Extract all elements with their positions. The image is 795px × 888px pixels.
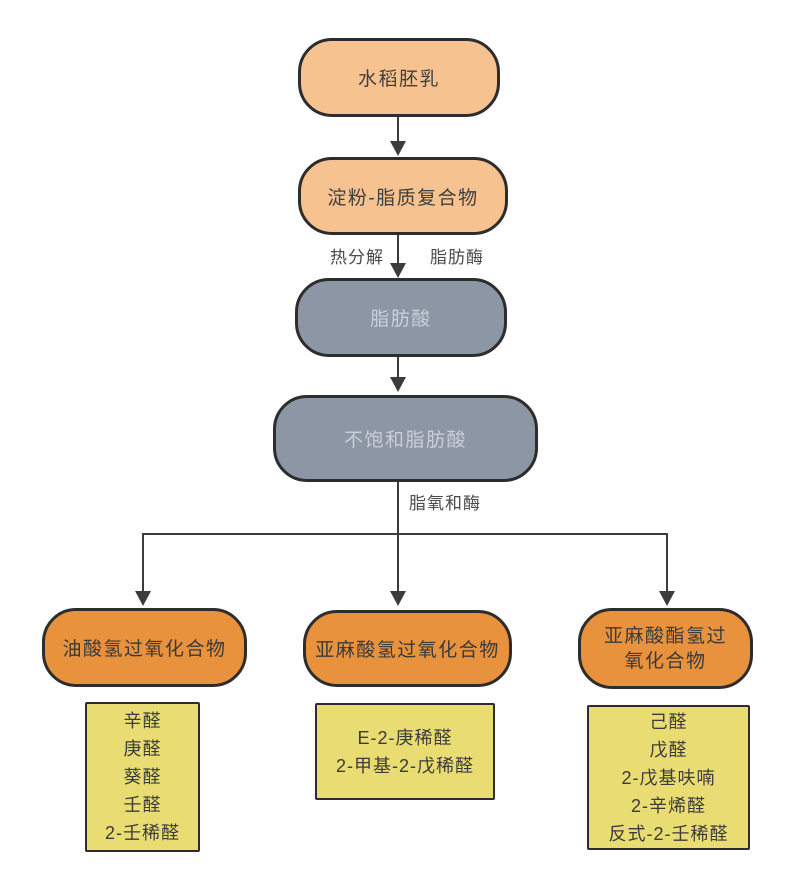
product-item: 葵醛: [123, 767, 162, 787]
product-item: 2-甲基-2-戊稀醛: [335, 755, 474, 776]
arrow-down-icon: [135, 591, 151, 606]
node-starch-lipid-complex-label: 淀粉-脂质复合物: [327, 187, 479, 209]
connector-line-2: [397, 235, 399, 264]
branch-drop-right: [666, 533, 668, 592]
product-list-linolenate: 己醛戊醛 2-戊基呋喃 2-辛烯醛反式-2-壬稀醛: [587, 705, 750, 850]
arrow-down-icon: [390, 263, 406, 278]
node-fatty-acid: 脂肪酸: [295, 278, 507, 357]
arrow-down-icon: [390, 591, 406, 606]
node-rice-endosperm: 水稻胚乳: [298, 38, 500, 117]
product-item: 2-戊基呋喃: [621, 767, 716, 788]
product-item: E-2-庚稀醛: [357, 727, 453, 748]
arrow-down-icon: [659, 591, 675, 606]
connector-line-1: [397, 117, 399, 142]
edge-label-lipoxygenase: 脂氧和酶: [409, 494, 481, 513]
node-oleic-hydroperoxide: 油酸氢过氧化合物: [42, 608, 247, 687]
product-item: 反式-2-壬稀醛: [608, 823, 729, 844]
connector-line-3: [397, 357, 399, 378]
arrow-down-icon: [390, 141, 406, 156]
product-item: 己醛: [649, 711, 688, 732]
node-rice-endosperm-label: 水稻胚乳: [357, 69, 440, 90]
product-item: 2-壬稀醛: [104, 823, 180, 843]
node-linolenate-hydroperoxide: 亚麻酸酯氢过氧化合物: [578, 608, 753, 689]
product-list-oleic: 辛醛庚醛葵醛壬醛 2-壬稀醛: [85, 702, 200, 852]
node-linolenic-hydroperoxide-label: 亚麻酸氢过氧化合物: [315, 640, 500, 661]
node-unsaturated-fatty-acid: 不饱和脂肪酸: [273, 395, 538, 482]
edge-label-thermal-decomposition: 热分解: [330, 248, 384, 267]
node-starch-lipid-complex: 淀粉-脂质复合物: [298, 157, 508, 235]
edge-label-lipase: 脂肪酶: [430, 248, 484, 267]
arrow-down-icon: [390, 377, 406, 392]
node-fatty-acid-label: 脂肪酸: [370, 309, 432, 330]
node-linolenate-hydroperoxide-label: 亚麻酸酯氢过氧化合物: [603, 625, 727, 672]
product-item: 戊醛: [649, 739, 688, 760]
product-list-linolenic: E-2-庚稀醛 2-甲基-2-戊稀醛: [315, 703, 495, 800]
branch-rail: [143, 533, 668, 535]
branch-drop-left: [142, 533, 144, 592]
product-item: 庚醛: [123, 739, 162, 759]
connector-trunk: [397, 482, 399, 592]
node-unsaturated-fatty-acid-label: 不饱和脂肪酸: [343, 430, 467, 451]
product-item: 2-辛烯醛: [630, 795, 706, 816]
product-item: 壬醛: [123, 795, 162, 815]
node-oleic-hydroperoxide-label: 油酸氢过氧化合物: [62, 639, 227, 660]
product-item: 辛醛: [123, 711, 162, 731]
node-linolenic-hydroperoxide: 亚麻酸氢过氧化合物: [303, 610, 512, 687]
